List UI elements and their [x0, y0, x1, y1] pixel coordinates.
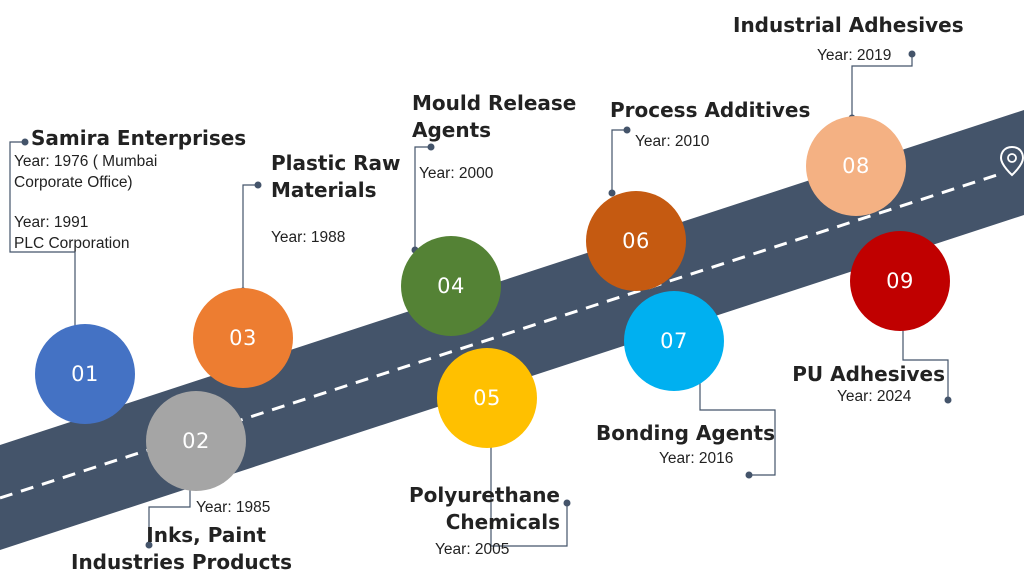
milestone-year-08: Year: 2019: [817, 47, 892, 64]
milestone-title-04-line-2: Agents: [412, 118, 492, 142]
milestone-title-02-line-2: Industries Products: [71, 550, 292, 574]
milestone-title-02-line-1: Inks, Paint: [146, 523, 266, 547]
milestone-circle-03: 03: [193, 288, 293, 388]
milestone-year-04: Year: 2000: [419, 165, 494, 182]
milestone-title-01: Samira Enterprises: [31, 126, 247, 150]
milestone-circle-08: 08: [806, 116, 906, 216]
milestone-year-02: Year: 1985: [196, 499, 271, 516]
milestone-detail-01-line-1: Year: 1976 ( Mumbai: [14, 153, 158, 170]
map-pin-icon: [999, 145, 1024, 177]
milestone-year-05: Year: 2005: [435, 541, 510, 558]
milestone-circle-09: 09: [850, 231, 950, 331]
milestone-circle-05: 05: [437, 348, 537, 448]
milestone-title-08: Industrial Adhesives: [733, 13, 964, 37]
road: [0, 110, 1024, 550]
milestone-title-03-line-2: Materials: [271, 178, 377, 202]
milestone-circle-07: 07: [624, 291, 724, 391]
milestone-year-07: Year: 2016: [659, 450, 734, 467]
milestone-circle-06: 06: [586, 191, 686, 291]
milestone-detail-01-line-2: Corporate Office): [14, 174, 133, 191]
milestone-circle-02: 02: [146, 391, 246, 491]
milestone-year-06: Year: 2010: [635, 133, 710, 150]
milestone-title-04-line-1: Mould Release: [412, 91, 577, 115]
milestone-year-09: Year: 2024: [837, 388, 912, 405]
milestone-detail-01-line-4: PLC Corporation: [14, 235, 130, 252]
milestone-detail-01-line-3: Year: 1991: [14, 214, 89, 231]
milestone-title-05-line-2: Chemicals: [445, 510, 560, 534]
milestone-circle-04: 04: [401, 236, 501, 336]
milestone-title-07: Bonding Agents: [596, 421, 775, 445]
milestone-title-05-line-1: Polyurethane: [408, 483, 560, 507]
milestone-title-09: PU Adhesives: [792, 362, 945, 386]
milestone-title-06: Process Additives: [610, 98, 811, 122]
milestone-year-03: Year: 1988: [271, 229, 346, 246]
milestone-circle-01: 01: [35, 324, 135, 424]
milestone-title-03-line-1: Plastic Raw: [271, 151, 401, 175]
